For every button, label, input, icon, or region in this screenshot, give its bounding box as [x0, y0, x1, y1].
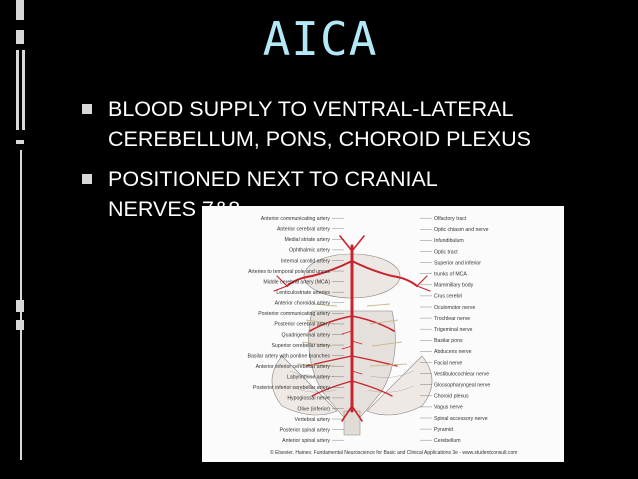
- right-label: Trochlear nerve: [434, 316, 470, 322]
- left-label: Hypoglossal nerve: [287, 396, 330, 402]
- bullet-square-icon: [82, 104, 92, 114]
- left-label: Medial striate artery: [284, 237, 330, 243]
- left-label: Posterior cerebral artery: [274, 322, 330, 328]
- left-label: Ophthalmic artery: [289, 248, 330, 254]
- right-label: Crus cerebri: [434, 294, 462, 300]
- left-label: Posterior inferior cerebellar artery: [253, 385, 330, 391]
- right-label: Pyramid: [434, 427, 453, 433]
- slide-title: AICA: [262, 12, 378, 66]
- cranial-nerves: [296, 303, 408, 367]
- left-label: Vertebral artery: [295, 417, 331, 423]
- right-label: Optic tract: [434, 249, 458, 255]
- left-label: Olive (inferior): [297, 406, 330, 412]
- right-label: Oculomotor nerve: [434, 305, 475, 311]
- right-label: Glossopharyngeal nerve: [434, 383, 490, 389]
- right-label: Olfactory tract: [434, 216, 467, 222]
- right-label: Mammillary body: [434, 283, 474, 289]
- right-label: Cerebellum: [434, 438, 461, 444]
- right-label: Superior and inferior: [434, 260, 481, 266]
- right-label: Trigeminal nerve: [434, 327, 473, 333]
- bullet-square-icon: [82, 174, 92, 184]
- right-label: Abducens nerve: [434, 349, 472, 355]
- left-label: Anterior communicating artery: [261, 216, 331, 222]
- left-label: Anterior inferior cerebellar artery: [256, 364, 331, 370]
- right-label: Optic chiasm and nerve: [434, 227, 489, 233]
- left-label: Basilar artery with pontine branches: [248, 353, 331, 359]
- left-label: Middle cerebral artery (MCA): [263, 279, 330, 285]
- right-label: Infundibulum: [434, 238, 464, 244]
- left-decorative-rail: [0, 0, 30, 479]
- left-label: Quadrigeminal artery: [282, 332, 331, 338]
- left-label: Posterior spinal artery: [280, 427, 331, 433]
- right-label: Vagus nerve: [434, 405, 463, 411]
- right-label: Vestibulocochlear nerve: [434, 371, 489, 377]
- left-label: Anterior cerebral artery: [277, 227, 330, 233]
- right-label: trunks of MCA: [434, 272, 467, 278]
- left-label: Superior cerebellar artery: [271, 343, 330, 349]
- bullet-item: BLOOD SUPPLY TO VENTRAL-LATERAL CEREBELL…: [80, 94, 630, 154]
- right-label: Facial nerve: [434, 360, 462, 366]
- right-label: Basilar pons: [434, 338, 463, 344]
- right-label: Spinal accessory nerve: [434, 416, 488, 422]
- left-label: Posterior communicating artery: [258, 311, 330, 317]
- figure-credit: © Elsevier. Haines: Fundamental Neurosci…: [270, 449, 517, 456]
- bullet-text: BLOOD SUPPLY TO VENTRAL-LATERAL CEREBELL…: [108, 97, 531, 151]
- right-label: Choroid plexus: [434, 394, 469, 400]
- left-label: Arteries to temporal pole and uncus: [248, 269, 330, 275]
- left-label: Lenticulostriate arteries: [276, 290, 330, 296]
- left-label: Anterior spinal artery: [282, 438, 330, 444]
- left-label: Internal carotid artery: [281, 258, 330, 264]
- left-label: Labyrinthine artery: [287, 375, 330, 381]
- left-label: Anterior choroidal artery: [275, 301, 331, 307]
